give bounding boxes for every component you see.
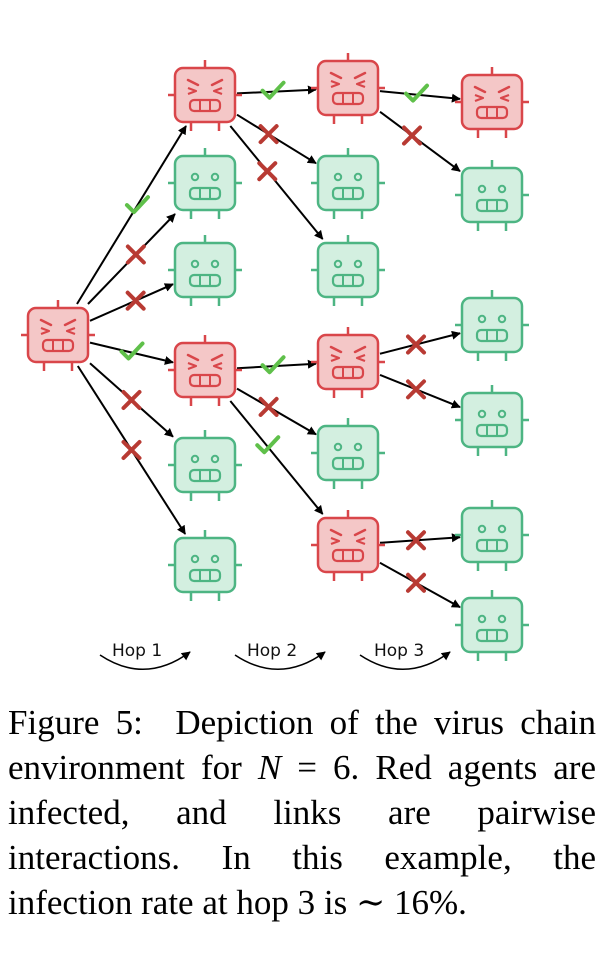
- interaction-arrow: [236, 113, 317, 165]
- check-icon: [255, 435, 281, 455]
- healthy-agent-icon: [311, 148, 385, 219]
- healthy-agent-icon: [455, 160, 529, 231]
- cross-icon: [257, 161, 278, 182]
- cross-icon: [406, 572, 426, 593]
- interaction-arrow: [236, 387, 317, 436]
- healthy-agent-icon: [311, 418, 385, 489]
- healthy-agent-icon: [168, 530, 242, 601]
- infected-agent-icon: [168, 60, 242, 131]
- cross-icon: [406, 530, 426, 551]
- check-icon: [260, 355, 286, 375]
- cross-icon: [406, 334, 426, 355]
- cross-icon: [125, 290, 146, 311]
- interaction-marks-layer: [119, 80, 429, 593]
- hop-2-arrow: Hop 2: [234, 641, 326, 671]
- healthy-agent-icon: [168, 235, 242, 306]
- caption-rate: ∼ 16%.: [355, 883, 467, 922]
- cross-icon: [402, 125, 422, 146]
- cross-icon: [406, 379, 426, 400]
- figure-caption: Figure 5: Depiction of the virus chain e…: [8, 700, 596, 925]
- infected-agent-icon: [455, 67, 529, 138]
- hop-1-arrow: Hop 1: [99, 641, 191, 671]
- caption-text-2: Red agents are infected, and links are p…: [8, 748, 596, 922]
- infected-agent-icon: [311, 327, 385, 398]
- cross-icon: [258, 124, 279, 145]
- healthy-agent-icon: [455, 590, 529, 661]
- agents-layer: [21, 53, 529, 661]
- interaction-arrow: [229, 400, 324, 515]
- infected-agent-icon: [168, 335, 242, 406]
- cross-icon: [258, 396, 279, 417]
- infected-agent-icon: [311, 53, 385, 124]
- caption-text-1: Depiction of the virus chain environment…: [8, 703, 596, 787]
- healthy-agent-icon: [168, 430, 242, 501]
- hop-2-label: Hop 2: [247, 641, 297, 661]
- interaction-arrow: [379, 330, 461, 355]
- healthy-agent-icon: [168, 148, 242, 219]
- infected-agent-icon: [21, 300, 95, 371]
- cross-icon: [121, 390, 142, 410]
- healthy-agent-icon: [455, 385, 529, 456]
- hop-3-label: Hop 3: [374, 641, 424, 661]
- healthy-agent-icon: [455, 290, 529, 361]
- healthy-agent-icon: [311, 235, 385, 306]
- check-icon: [260, 80, 286, 100]
- check-icon: [404, 83, 429, 103]
- hop-3-arrow: Hop 3: [359, 641, 451, 671]
- check-icon: [124, 195, 150, 215]
- interaction-arrow: [379, 533, 461, 544]
- infected-agent-icon: [311, 510, 385, 581]
- interaction-arrow: [229, 125, 324, 240]
- caption-math-var: N: [257, 748, 282, 787]
- caption-figure-number: Figure 5:: [8, 703, 143, 742]
- caption-math-eq: = 6.: [297, 748, 360, 787]
- interaction-arrow: [76, 125, 187, 305]
- check-icon: [119, 341, 145, 361]
- cross-icon: [125, 244, 146, 265]
- cross-icon: [121, 440, 142, 460]
- healthy-agent-icon: [455, 500, 529, 571]
- virus-chain-diagram: Hop 1 Hop 2 Hop 3: [21, 53, 529, 671]
- hop-labels-layer: Hop 1 Hop 2 Hop 3: [99, 641, 451, 671]
- hop-1-label: Hop 1: [112, 641, 162, 661]
